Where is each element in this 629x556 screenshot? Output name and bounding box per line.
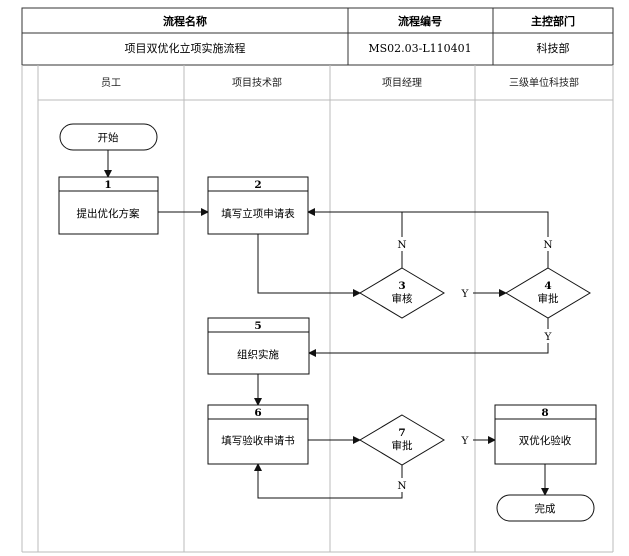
decision-7-yes-label: Y — [461, 435, 470, 447]
process-name-value: 项目双优化立项实施流程 — [125, 41, 246, 55]
lane-header-employee: 员工 — [101, 77, 121, 89]
step-number: 8 — [541, 407, 548, 419]
lane-header-tech-dept: 项目技术部 — [232, 76, 282, 89]
decision-4: 4 审批 — [505, 267, 591, 319]
step-label: 双优化验收 — [519, 434, 572, 447]
lane-header-project-manager: 项目经理 — [382, 76, 422, 89]
process-step-8: 8 双优化验收 — [494, 404, 597, 465]
decision-label: 审批 — [392, 439, 413, 452]
decision-number: 7 — [398, 427, 405, 439]
decision-4-yes-label: Y — [544, 331, 553, 343]
process-code-header: 流程编号 — [398, 14, 442, 28]
decision-3: 3 审核 — [359, 267, 445, 319]
swimlane-frame — [21, 65, 614, 553]
department-value: 科技部 — [537, 41, 570, 55]
decision-3-no-label: N — [397, 239, 406, 251]
department-header: 主控部门 — [531, 14, 575, 28]
decision-number: 3 — [398, 280, 405, 292]
decision-3-yes-label: Y — [461, 288, 470, 300]
start-label: 开始 — [98, 131, 119, 144]
step-label: 填写验收申请书 — [221, 434, 295, 447]
start-terminal: 开始 — [59, 123, 158, 151]
process-step-2: 2 填写立项申请表 — [207, 176, 309, 235]
process-step-6: 6 填写验收申请书 — [207, 404, 309, 465]
process-code-value: MS02.03-L110401 — [368, 42, 471, 55]
decision-4-no-label: N — [543, 239, 552, 251]
connectors — [104, 150, 549, 499]
decision-7-no-label: N — [397, 480, 406, 492]
process-step-1: 1 提出优化方案 — [58, 176, 159, 235]
step-number: 5 — [254, 320, 261, 332]
decision-label: 审核 — [392, 292, 413, 305]
header-table — [21, 7, 614, 66]
step-number: 2 — [254, 179, 261, 191]
end-terminal: 完成 — [496, 494, 595, 522]
lane-header-unit-tech-dept: 三级单位科技部 — [509, 76, 579, 89]
process-name-header: 流程名称 — [163, 14, 207, 28]
step-number: 6 — [254, 407, 261, 419]
step-label: 提出优化方案 — [77, 207, 140, 220]
process-step-5: 5 组织实施 — [207, 317, 310, 375]
decision-number: 4 — [544, 280, 551, 292]
step-label: 组织实施 — [237, 348, 279, 361]
step-number: 1 — [104, 179, 111, 191]
end-label: 完成 — [535, 502, 556, 515]
step-label: 填写立项申请表 — [221, 207, 295, 220]
decision-7: 7 审批 — [359, 414, 445, 466]
decision-label: 审批 — [538, 292, 559, 305]
